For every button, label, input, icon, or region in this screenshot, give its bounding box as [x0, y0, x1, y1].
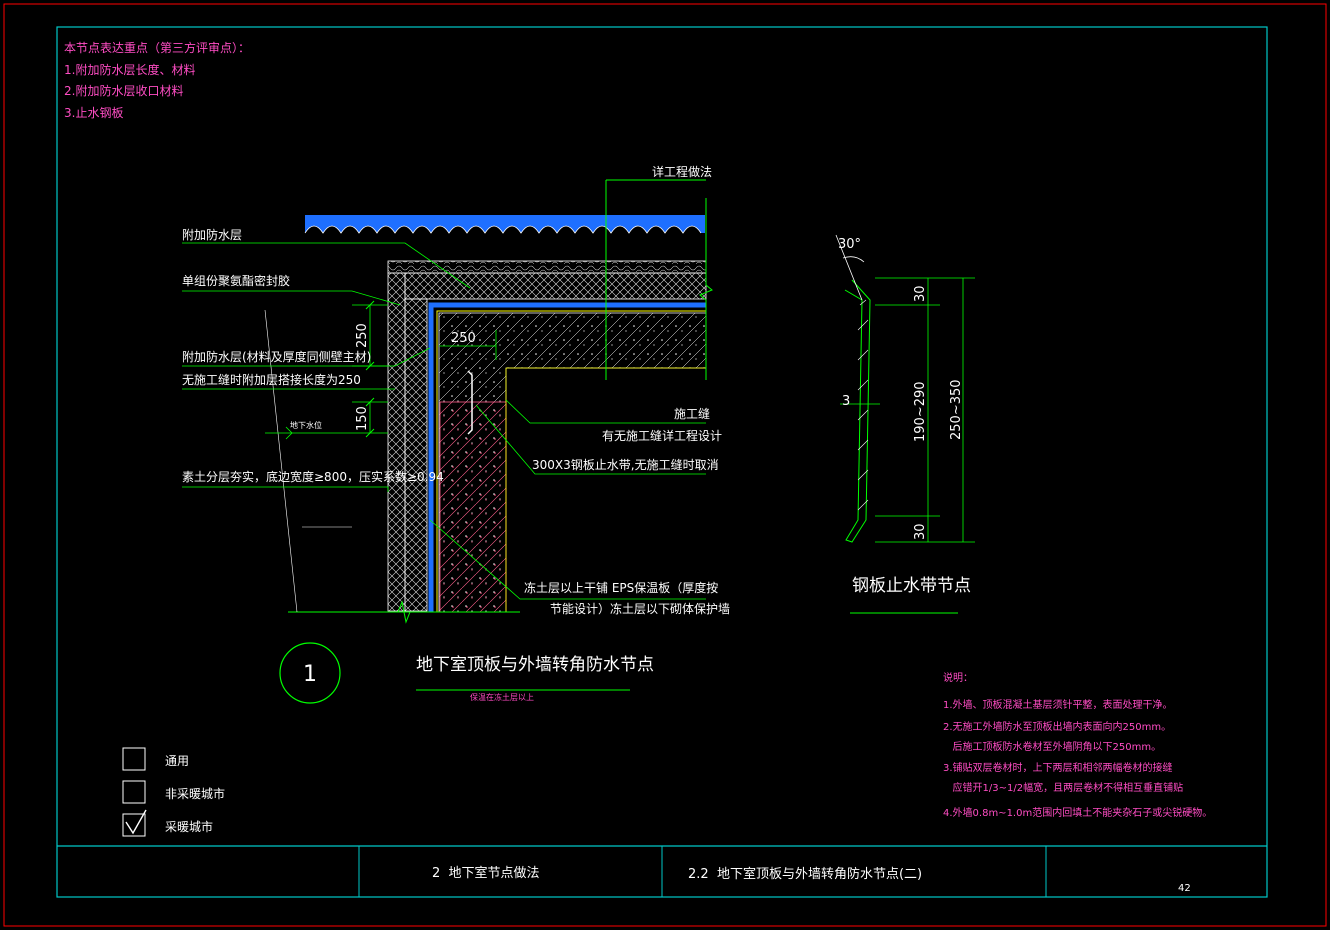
dim-250-v-tick2	[365, 361, 375, 371]
legend-label-heating: 采暖城市	[165, 819, 213, 834]
wall-backfill-hatch	[387, 272, 406, 612]
label-backfill: 素土分层夯实，底边宽度≥800，压实系数≥0.94	[182, 469, 444, 484]
roof-protection-layer	[387, 260, 707, 274]
review-note-2: 2.附加防水层收口材料	[64, 83, 183, 98]
leader-pu-seal	[182, 290, 401, 306]
d2-thickness: 3	[842, 394, 850, 409]
legend-label-general: 通用	[165, 754, 189, 768]
dim-250-v-tick1	[365, 300, 375, 310]
steel-plate-profile	[844, 279, 871, 543]
wall-protection-hatch	[404, 298, 428, 612]
break-line-bottom	[397, 600, 411, 624]
label-steel-stop: 300X3钢板止水带,无施工缝时取消	[532, 457, 719, 472]
waterproof-extra-layer	[436, 310, 706, 612]
d2-dim-30-top: 30	[913, 285, 928, 302]
steel-plate-hatch	[857, 299, 869, 511]
leader-extra-waterproof	[182, 242, 471, 289]
detail2-title: 钢板止水带节点	[852, 576, 971, 596]
legend-box-non-heating[interactable]	[122, 780, 146, 804]
dim-250-horizontal: 250	[451, 331, 476, 346]
outer-frame	[3, 3, 1327, 927]
drainage-scallops	[304, 225, 702, 234]
review-note-1: 1.附加防水层长度、材料	[64, 62, 195, 77]
label-water-level: 地下水位	[290, 420, 322, 430]
legend-box-heating[interactable]	[122, 813, 146, 837]
dim-250-vertical: 250	[355, 323, 370, 348]
detail1-title: 地下室顶板与外墙转角防水节点	[416, 655, 654, 675]
notes-title: 说明：	[943, 671, 973, 684]
label-extra-waterproof-2: 附加防水层(材料及厚度同侧壁主材)	[182, 349, 371, 364]
detail1-subtitle: 保温在冻土层以上	[470, 692, 534, 702]
detail2-steel-plate: 30° 3 30 190~290 30 250~350	[835, 234, 975, 543]
label-construction-joint: 施工缝	[674, 406, 710, 421]
label-extra-waterproof: 附加防水层	[182, 227, 242, 242]
angle-arc	[842, 256, 865, 263]
title-block-drawing: 2.2 地下室顶板与外墙转角防水节点(二)	[688, 866, 922, 882]
legend-label-non-heating: 非采暖城市	[165, 786, 225, 801]
detail1-section: 详工程做法 附加防水层 单组份聚氨酯密封胶 附加防水层(材料及厚度同侧壁主材) …	[182, 164, 730, 624]
leader-steel-stop	[475, 404, 706, 475]
note-line-5: 应错开1/3~1/2幅宽，且两层卷材不得相互垂直铺贴	[943, 781, 1183, 794]
check-icon	[125, 809, 147, 835]
title-block-page: 42	[1178, 883, 1191, 894]
detail1-number: 1	[303, 662, 317, 687]
label-see-project: 详工程做法	[652, 164, 712, 179]
note-line-2: 2.无施工外墙防水至顶板出墙内表面向内250mm。	[943, 720, 1171, 733]
steel-water-stop	[467, 370, 473, 435]
waterproof-membrane	[428, 302, 706, 612]
legend-box-general[interactable]	[122, 747, 146, 771]
d2-dim-190-290: 190~290	[913, 381, 928, 442]
d2-dim-30-bottom: 30	[913, 523, 928, 540]
label-eps-1: 冻土层以上干铺 EPS保温板（厚度按	[524, 580, 718, 595]
detail1-number-circle	[279, 642, 341, 704]
backfill-slope-line	[264, 309, 298, 613]
review-notes-title: 本节点表达重点（第三方评审点）：	[64, 40, 250, 55]
note-line-4: 3.铺贴双层卷材时，上下两层和相邻两幅卷材的接缝	[943, 761, 1173, 774]
note-line-6: 4.外墙0.8m~1.0m范围内回填土不能夹杂石子或尖锐硬物。	[943, 806, 1212, 819]
title-block-section: 2 地下室节点做法	[432, 865, 540, 881]
leader-extra-waterproof-2	[182, 347, 431, 367]
dim-150-tick2	[365, 428, 375, 438]
break-line-right	[699, 198, 713, 380]
label-eps-2: 节能设计）冻土层以下砌体保护墙	[550, 601, 730, 616]
note-line-3: 后施工顶板防水卷材至外墙阴角以下250mm。	[943, 740, 1161, 753]
roof-insulation-layer	[404, 272, 707, 300]
water-level-arrow	[285, 426, 293, 440]
label-no-joint-lap: 无施工缝时附加层搭接长度为250	[182, 372, 361, 387]
d2-angle: 30°	[838, 237, 861, 252]
leader-construction-joint	[505, 399, 706, 424]
leader-backfill	[182, 486, 389, 492]
note-line-1: 1.外墙、顶板混凝土基层须针平整，表面处理干净。	[943, 698, 1173, 711]
d2-dim-250-350: 250~350	[949, 379, 964, 440]
label-pu-seal: 单组份聚氨酯密封胶	[182, 273, 290, 288]
wall-pink-concrete	[439, 401, 507, 613]
review-note-3: 3.止水钢板	[64, 106, 123, 120]
angle-ref-line	[835, 234, 863, 301]
label-joint-design: 有无施工缝详工程设计	[602, 428, 722, 443]
leader-eps	[429, 519, 706, 600]
dim-150: 150	[355, 406, 370, 431]
dim-150-tick1	[365, 397, 375, 407]
